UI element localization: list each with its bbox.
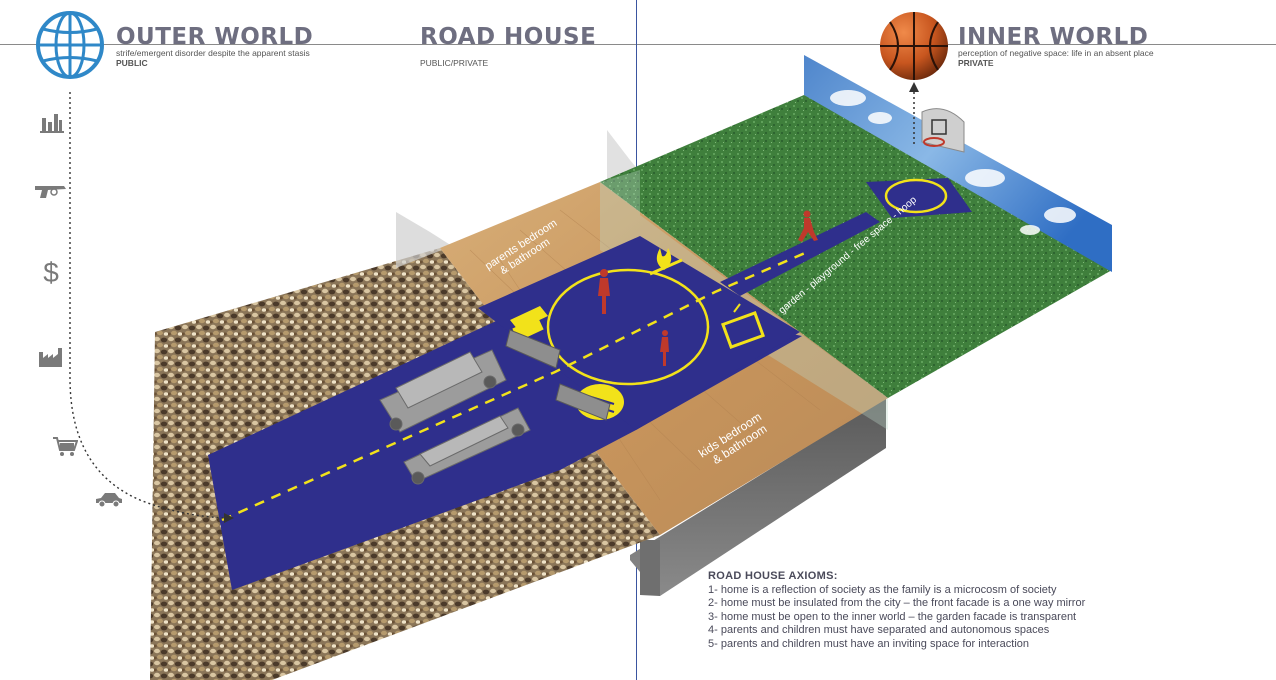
shopping-cart-icon: [53, 437, 78, 456]
outer-world-tag: PUBLIC: [116, 58, 148, 68]
svg-text:$: $: [43, 257, 59, 288]
axioms-block: ROAD HOUSE AXIOMS: 1- home is a reflecti…: [708, 570, 1085, 651]
adult-figure: [598, 269, 610, 314]
outer-world-subtitle: strife/emergent disorder despite the app…: [116, 48, 310, 58]
inner-world-tag: PRIVATE: [958, 58, 994, 68]
running-figure: [798, 210, 818, 242]
dollar-icon: $: [43, 257, 59, 288]
child-figure: [660, 330, 669, 366]
header-rule: [0, 44, 1276, 45]
factory-icon: [39, 348, 62, 367]
globe-icon: [36, 11, 104, 79]
car-model-bottom: [403, 407, 531, 485]
outer-world-title: OUTER WORLD: [116, 24, 314, 50]
axiom-item: 3- home must be open to the inner world …: [708, 610, 1077, 623]
road-house-tag: PUBLIC/PRIVATE: [420, 58, 489, 68]
axiom-item: 1- home is a reflection of society as th…: [708, 583, 1057, 596]
axioms-title: ROAD HOUSE AXIOMS:: [708, 570, 838, 582]
axiom-item: 2- home must be insulated from the city …: [708, 597, 1086, 609]
industry-icon: [40, 114, 64, 133]
gun-icon: [35, 186, 66, 198]
car-model-top: [379, 349, 507, 433]
inner-world-title: INNER WORLD: [958, 24, 1149, 50]
car-icon: [96, 493, 122, 508]
inner-world-subtitle: perception of negative space: life in an…: [958, 48, 1154, 58]
axiom-item: 5- parents and children must have an inv…: [708, 637, 1030, 650]
backboard: [921, 108, 965, 153]
tv-icon: [720, 303, 766, 350]
fire-icon: [649, 248, 683, 276]
basketball-icon: [880, 12, 948, 80]
road-house-title: ROAD HOUSE: [420, 24, 597, 50]
axiom-item: 4- parents and children must have separa…: [708, 624, 1050, 636]
